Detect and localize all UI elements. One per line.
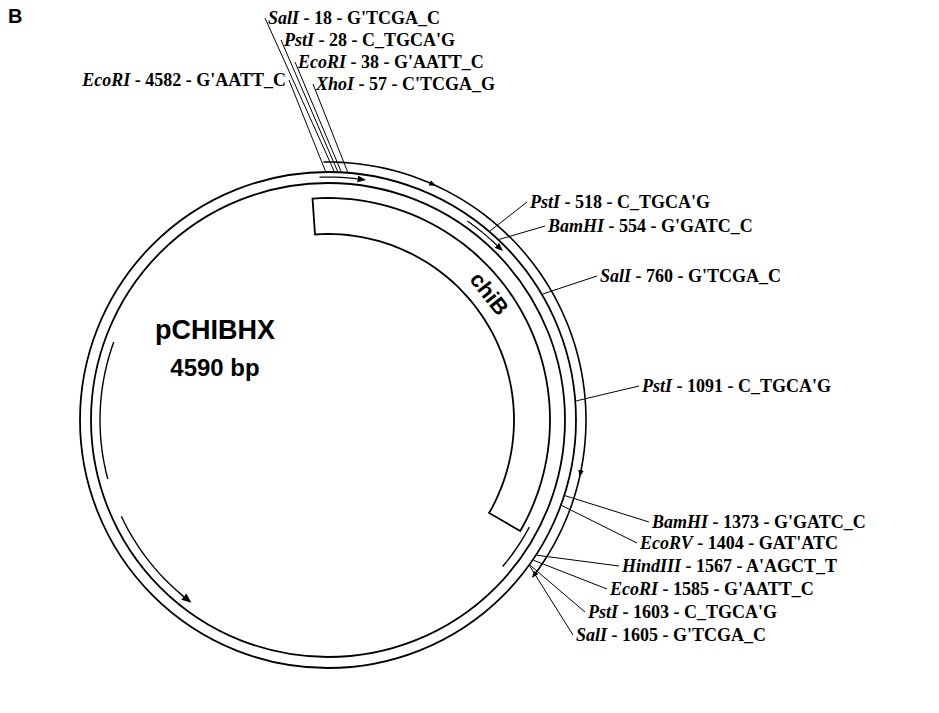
orf-arrow — [416, 178, 433, 185]
gene-box: chiB — [80, 172, 576, 668]
leader-line — [534, 560, 607, 589]
site-label: EcoRV - 1404 - GAT'ATC — [640, 533, 838, 553]
plasmid-size: 4590 bp — [170, 354, 259, 382]
leader-line — [530, 565, 585, 612]
site-label: EcoRI - 4582 - G'AATT_C — [82, 70, 286, 90]
plasmid-name: pCHIBHX — [155, 315, 275, 346]
feature-arc — [503, 527, 530, 567]
panel-label: B — [8, 6, 22, 26]
site-label: SalI - 1605 - G'TCGA_C — [576, 625, 766, 645]
ring-arrow — [320, 177, 362, 179]
site-label: HindIII - 1567 - A'AGCT_T — [622, 556, 837, 576]
leader-line — [562, 506, 637, 543]
leader-line — [490, 202, 527, 231]
orf-arrow — [580, 456, 583, 474]
site-label: XhoI - 57 - C'TCGA_G — [316, 74, 495, 94]
leader-line — [576, 386, 639, 401]
leader-line — [543, 276, 597, 294]
plasmid-circle — [80, 172, 576, 668]
site-label: SalI - 18 - G'TCGA_C — [268, 8, 440, 28]
leader-line — [537, 555, 619, 566]
site-label: SalI - 760 - G'TCGA_C — [600, 266, 781, 286]
leader-line — [530, 566, 573, 635]
ring-arrow — [467, 221, 499, 248]
feature-arc — [121, 516, 187, 599]
site-label: BamHI - 1373 - G'GATC_C — [652, 512, 866, 532]
leader-line — [565, 496, 649, 522]
leader-line — [499, 226, 545, 239]
site-label: BamHI - 554 - G'GATC_C — [548, 216, 753, 236]
gene-arc — [80, 172, 576, 668]
leader-line — [313, 84, 348, 172]
plasmid-map: chiBpCHIBHX 4590 bp — [80, 172, 576, 668]
site-label: PstI - 28 - C_TGCA'G — [284, 30, 455, 50]
site-label: PstI - 518 - C_TGCA'G — [530, 192, 710, 212]
site-label: EcoRI - 1585 - G'AATT_C — [610, 579, 814, 599]
site-label: PstI - 1603 - C_TGCA'G — [588, 602, 777, 622]
site-label: PstI - 1091 - C_TGCA'G — [642, 376, 831, 396]
feature-arc — [100, 342, 114, 479]
site-label: EcoRI - 38 - G'AATT_C — [298, 52, 484, 72]
